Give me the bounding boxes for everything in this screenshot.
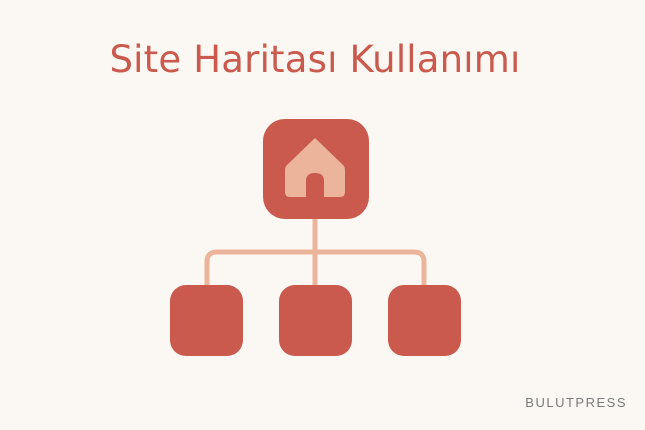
child-node-3 bbox=[388, 285, 461, 356]
connector-branch-right bbox=[312, 249, 427, 290]
page-title: Site Haritası Kullanımı bbox=[109, 38, 521, 81]
root-node bbox=[263, 119, 369, 219]
connector-branch-left bbox=[204, 249, 318, 290]
brand-logo-text: BULUTPRESS bbox=[525, 395, 627, 410]
child-node-1 bbox=[170, 285, 243, 356]
sitemap-connectors bbox=[204, 213, 427, 290]
child-node-2 bbox=[279, 285, 352, 356]
home-icon bbox=[285, 138, 345, 197]
